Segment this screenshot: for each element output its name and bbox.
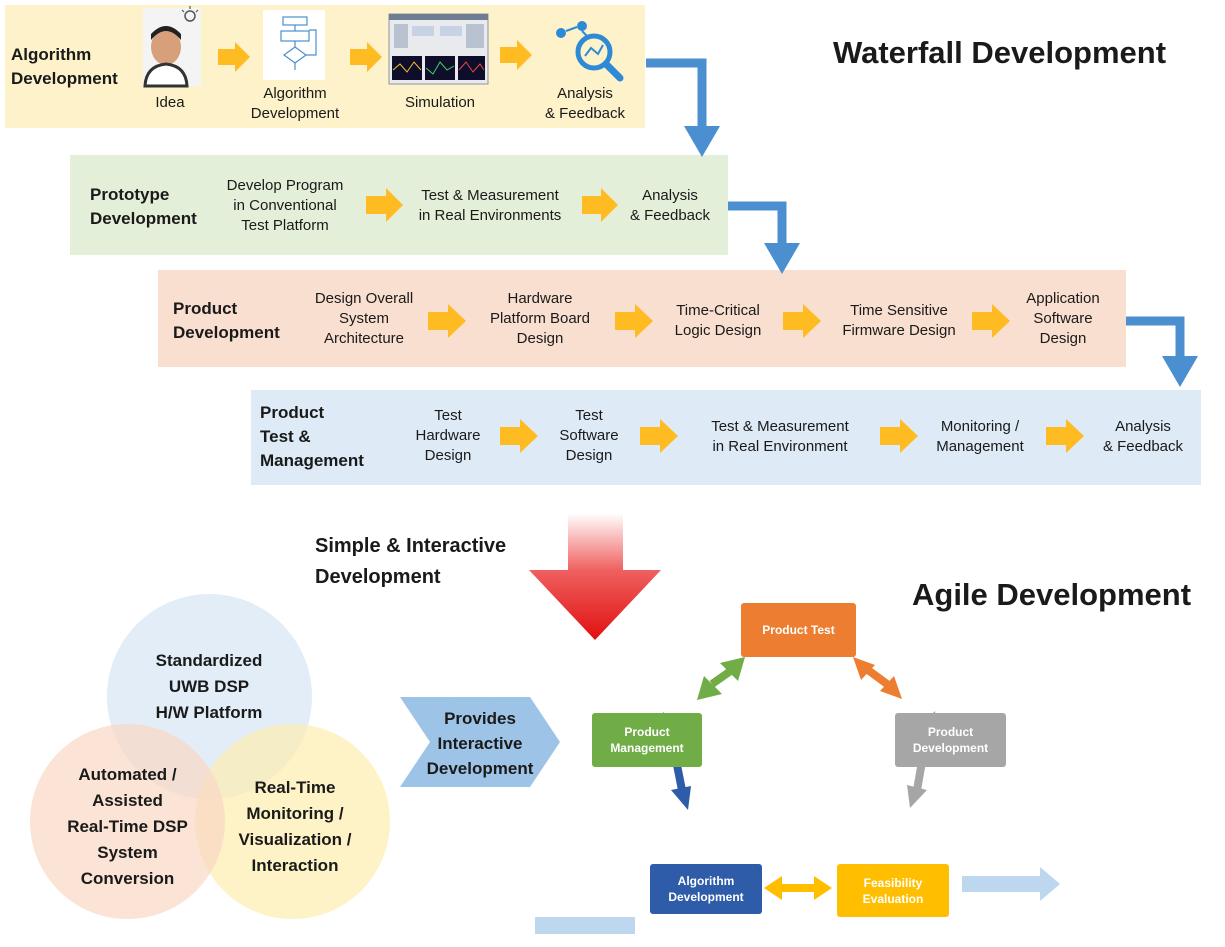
step-design-overall-system-architecture: Design Overall System Architecture bbox=[314, 290, 414, 347]
step-develop-program: Develop Program in Conventional Test Pla… bbox=[226, 177, 344, 234]
chevron-3 bbox=[490, 697, 560, 787]
step-arrow bbox=[783, 304, 821, 338]
stage-label-product-test-management: Product Test & Management bbox=[260, 403, 364, 470]
flow-arrow-prototype-to-product bbox=[728, 201, 787, 245]
step-arrow bbox=[500, 40, 532, 70]
agile-box-algorithm-development: Algorithm Development bbox=[650, 864, 762, 914]
step-arrow bbox=[972, 304, 1010, 338]
step-arrow bbox=[350, 42, 382, 72]
step-test-software-design: Test Software Design bbox=[559, 407, 619, 464]
step-idea: Idea bbox=[155, 94, 185, 111]
flow-arrowhead-2 bbox=[764, 243, 800, 274]
step-time-critical-logic-design: Time-Critical Logic Design bbox=[674, 302, 762, 339]
cycle-arrow-test-development bbox=[853, 657, 902, 699]
transition-arrow-red bbox=[529, 513, 661, 640]
step-arrow bbox=[615, 304, 653, 338]
step-monitoring-management: Monitoring / Management bbox=[936, 418, 1024, 455]
venn-text-right: Real-Time Monitoring / Visualization / I… bbox=[238, 778, 352, 875]
agile-title: Agile Development bbox=[912, 577, 1192, 612]
flow-arrowhead-3 bbox=[1162, 356, 1198, 387]
flowchart-icon bbox=[263, 10, 325, 80]
flow-arrow-product-to-test bbox=[1126, 316, 1185, 358]
idea-person-icon bbox=[143, 6, 201, 88]
bottom-flow-arrow-right bbox=[962, 867, 1060, 901]
band-product-test-management bbox=[251, 390, 1201, 485]
waterfall-title: Waterfall Development bbox=[833, 35, 1167, 70]
step-simulation: Simulation bbox=[404, 94, 476, 111]
step-analysis-feedback-1: Analysis & Feedback bbox=[544, 85, 626, 122]
venn-text-left: Automated / Assisted Real-Time DSP Syste… bbox=[67, 765, 188, 888]
step-algorithm-development: Algorithm Development bbox=[250, 85, 340, 122]
step-time-sensitive-firmware-design: Time Sensitive Firmware Design bbox=[842, 302, 956, 339]
step-test-measurement-real-environment: Test & Measurement in Real Environment bbox=[711, 418, 849, 455]
stage-label-algorithm-development: Algorithm Development bbox=[11, 45, 118, 88]
agile-box-product-test: Product Test bbox=[741, 603, 856, 657]
step-arrow bbox=[500, 419, 538, 453]
agile-box-product-development: Product Development bbox=[895, 713, 1006, 767]
stage-label-product-development: Product Development bbox=[173, 299, 280, 342]
step-arrow bbox=[640, 419, 678, 453]
analysis-magnifier-icon bbox=[556, 21, 624, 82]
flow-arrowhead-1 bbox=[684, 126, 720, 157]
bottom-flow-bar-left bbox=[535, 917, 635, 934]
venn-circle-right bbox=[195, 724, 390, 919]
chevron-text: Provides Interactive Development bbox=[426, 709, 534, 778]
transition-label: Simple & Interactive Development bbox=[315, 535, 507, 588]
step-test-measurement-real-environments: Test & Measurement in Real Environments bbox=[418, 187, 562, 224]
step-arrow bbox=[218, 42, 250, 72]
step-arrow bbox=[582, 188, 618, 222]
stage-label-prototype-development: Prototype Development bbox=[90, 185, 197, 228]
cycle-arrow-test-management bbox=[697, 657, 745, 700]
agile-box-feasibility-evaluation: Feasibility Evaluation bbox=[837, 864, 949, 917]
step-arrow bbox=[428, 304, 466, 338]
step-arrow bbox=[1046, 419, 1084, 453]
step-analysis-feedback-2: Analysis & Feedback bbox=[629, 187, 711, 224]
step-arrow bbox=[880, 419, 918, 453]
flow-arrow-algorithm-to-prototype bbox=[646, 58, 707, 128]
venn-text-top: Standardized UWB DSP H/W Platform bbox=[155, 651, 263, 722]
agile-box-product-management: Product Management bbox=[592, 713, 702, 767]
venn-circle-left bbox=[30, 724, 225, 919]
step-hardware-platform-board-design: Hardware Platform Board Design bbox=[489, 290, 591, 347]
step-analysis-feedback-3: Analysis & Feedback bbox=[1102, 418, 1184, 455]
step-application-software-design: Application Software Design bbox=[1026, 290, 1100, 347]
simulation-screenshot-icon bbox=[388, 13, 489, 85]
step-arrow bbox=[366, 188, 403, 222]
step-test-hardware-design: Test Hardware Design bbox=[415, 407, 481, 464]
cycle-arrow-algorithm-feasibility bbox=[764, 876, 832, 900]
